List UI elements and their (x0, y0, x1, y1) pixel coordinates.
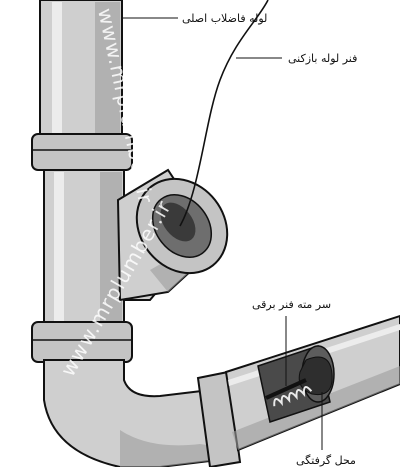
plumbing-snake-cable (179, 0, 269, 227)
upper-coupling (31, 133, 133, 171)
elbow-pipe (43, 359, 220, 467)
label-plumbing-snake: فنر لوله بازکنی (288, 52, 357, 65)
auger-head (265, 378, 313, 407)
label-main-drain-pipe: لوله فاضلاب اصلی (182, 12, 267, 25)
label-clog-location: محل گرفتگی (296, 454, 356, 467)
main-drain-pipe (39, 0, 123, 141)
label-auger-head: سر مته فنر برقی (252, 298, 331, 311)
